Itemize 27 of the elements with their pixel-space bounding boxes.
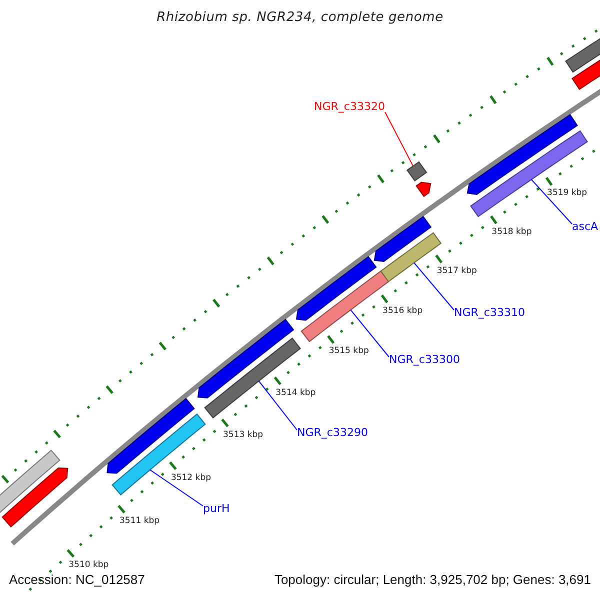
leader-line: [414, 262, 454, 310]
leader-line: [150, 469, 204, 506]
scale-label: 3517 kbp: [436, 266, 477, 276]
gene-label: purH: [203, 502, 230, 515]
scale-label: 3512 kbp: [170, 472, 212, 483]
scale-label: 3515 kbp: [328, 346, 369, 356]
title: Rhizobium sp. NGR234, complete genome: [156, 10, 444, 25]
gene-label: ascA: [572, 220, 598, 233]
scale-label: 3519 kbp: [547, 188, 588, 198]
scale-label: 3516 kbp: [382, 306, 423, 316]
gene-bar: [470, 130, 588, 218]
scale-label: 3514 kbp: [276, 388, 316, 398]
scale-label: 3513 kbp: [223, 430, 264, 440]
scale-label: 3510 kbp: [68, 560, 109, 570]
gene-label: NGR_c33290: [297, 426, 368, 439]
leader-line: [258, 380, 298, 430]
leader-line: [530, 179, 572, 224]
footer-text: Accession: NC_012587: [9, 572, 145, 588]
gene-label: NGR_c33300: [389, 353, 460, 366]
gene-bar: [406, 161, 428, 182]
leader-line: [384, 112, 414, 167]
gene-label: NGR_c33320: [314, 100, 385, 113]
scale-label: 3511 kbp: [120, 516, 160, 526]
leader-line: [350, 309, 390, 358]
footer-text: Topology: circular; Length: 3,925,702 bp; Genes: 3,691: [274, 572, 591, 588]
gene-bar: [204, 338, 301, 418]
gene-label: NGR_c33310: [454, 306, 525, 319]
